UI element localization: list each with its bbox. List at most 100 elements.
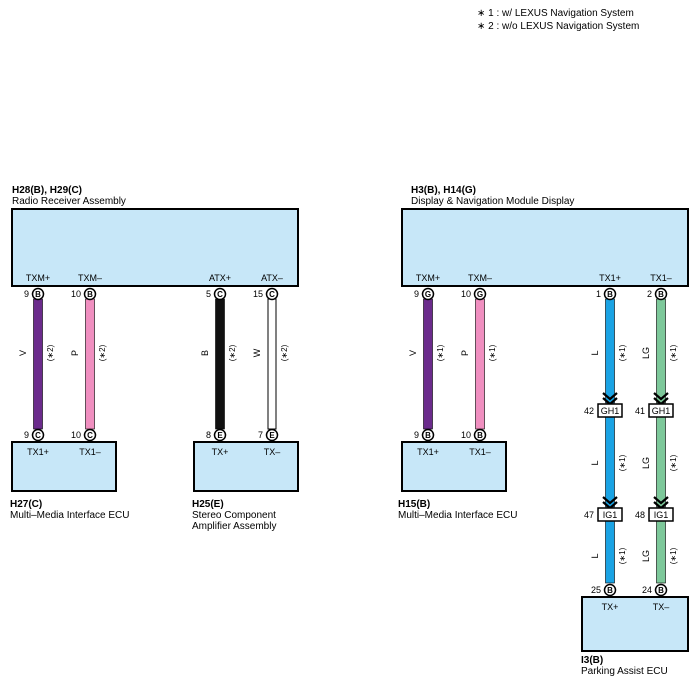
- wire-7-top-label: TX1+: [599, 273, 621, 283]
- amp-code: H25(E): [192, 499, 224, 510]
- mmi-right-name: Multi–Media Interface ECU: [398, 510, 518, 521]
- wire-7-seg2-color-code: L: [590, 460, 600, 465]
- wire-7-conn2-name: IG1: [603, 510, 618, 520]
- wire-8-top-label: TX1–: [650, 273, 672, 283]
- wire-8-bottom-pin-number: 24: [642, 585, 652, 595]
- wire-3-top-label: ATX+: [209, 273, 231, 283]
- wire-8-bottom-pin-letter: B: [658, 586, 664, 595]
- wire-6-top-pin-letter: G: [477, 290, 483, 299]
- amplifier-box: [193, 441, 299, 492]
- wire-2-top-pin-letter: B: [87, 290, 93, 299]
- wire-6-bottom-pin-letter: B: [477, 431, 483, 440]
- mmi-left-code: H27(C): [10, 499, 42, 510]
- wire-8-conn2-chevron-icon: [653, 496, 669, 505]
- mmi-right-code: H15(B): [398, 499, 430, 510]
- wire-7-conn1-chevron-icon: [602, 392, 618, 401]
- wire-3-top-pin-circle: [213, 287, 227, 301]
- wire-8-top-pin-letter: B: [658, 290, 664, 299]
- wire-6-top-pin-number: 10: [461, 289, 471, 299]
- wire-5-top-label: TXM+: [416, 273, 440, 283]
- wire-5-top-pin-number: 9: [414, 289, 419, 299]
- wire-7-seg1-color-code: L: [590, 350, 600, 355]
- wire-8-bottom-pin-circle: [654, 583, 668, 597]
- wire-1-color-code: V: [18, 350, 28, 356]
- wire-8-conn1-box: [648, 403, 674, 418]
- wire-7-top-pin-letter: B: [607, 290, 613, 299]
- wire-7-conn2-pin: 47: [584, 510, 594, 520]
- wire-4-top-pin-letter: C: [269, 290, 275, 299]
- wire-4-top-label: ATX–: [261, 273, 283, 283]
- wire-5-variant: (∗1): [436, 344, 445, 361]
- wire-8-conn1-name: GH1: [652, 406, 671, 416]
- wire-3-top-pin-letter: C: [217, 290, 223, 299]
- wire-7-segment-3: [605, 520, 615, 584]
- wire-3-variant: (∗2): [228, 344, 237, 361]
- wire-8-conn2-pin: 48: [635, 510, 645, 520]
- wire-8-segment-2: [656, 416, 666, 508]
- amp-name-2: Amplifier Assembly: [192, 521, 276, 532]
- wire-4-body: [267, 298, 277, 430]
- wire-8-seg1-color-code: LG: [641, 347, 651, 359]
- wire-3-bottom-pin-number: 8: [206, 430, 211, 440]
- wire-7-seg3-color-code: L: [590, 553, 600, 558]
- wire-2-variant: (∗2): [98, 344, 107, 361]
- wire-5-body: [423, 298, 433, 430]
- wire-4-top-pin-number: 15: [253, 289, 263, 299]
- wire-8-top-pin-number: 2: [647, 289, 652, 299]
- parking-code: I3(B): [581, 655, 603, 666]
- wire-8-conn2-name: IG1: [654, 510, 669, 520]
- wire-5-top-pin-circle: [421, 287, 435, 301]
- wire-5-bottom-pin-number: 9: [414, 430, 419, 440]
- wire-8-seg3-color-code: LG: [641, 550, 651, 562]
- wire-2-top-label: TXM–: [78, 273, 102, 283]
- wire-4-bottom-pin-circle: [265, 428, 279, 442]
- wire-4-bottom-pin-number: 7: [258, 430, 263, 440]
- parking-name: Parking Assist ECU: [581, 666, 668, 677]
- display-name: Display & Navigation Module Display: [411, 196, 574, 207]
- wire-2-bottom-label: TX1–: [79, 447, 101, 457]
- wire-3-body: [215, 298, 225, 430]
- wire-2-color-code: P: [70, 350, 80, 356]
- wire-6-bottom-pin-number: 10: [461, 430, 471, 440]
- wire-3-color-code: B: [200, 350, 210, 356]
- wire-7-seg2-variant: (∗1): [618, 454, 627, 471]
- wire-4-bottom-label: TX–: [264, 447, 281, 457]
- wire-1-bottom-pin-number: 9: [24, 430, 29, 440]
- mmi-ecu-right-box: [401, 441, 507, 492]
- wire-1-body: [33, 298, 43, 430]
- radio-receiver-box: [11, 208, 299, 287]
- legend-note-1: ∗ 1 : w/ LEXUS Navigation System: [477, 8, 634, 19]
- wire-1-bottom-pin-letter: C: [35, 431, 41, 440]
- wire-6-top-label: TXM–: [468, 273, 492, 283]
- wire-2-top-pin-number: 10: [71, 289, 81, 299]
- wire-7-conn2-box: [597, 507, 623, 522]
- radio-code: H28(B), H29(C): [12, 185, 82, 196]
- wire-8-conn2-box: [648, 507, 674, 522]
- wire-7-bottom-pin-number: 25: [591, 585, 601, 595]
- display-module-box: [401, 208, 689, 287]
- wire-7-bottom-pin-circle: [603, 583, 617, 597]
- wire-5-color-code: V: [408, 350, 418, 356]
- wire-8-segment-1: [656, 298, 666, 404]
- wire-4-bottom-pin-letter: E: [269, 431, 275, 440]
- wire-7-top-pin-number: 1: [596, 289, 601, 299]
- wire-2-top-pin-circle: [83, 287, 97, 301]
- wire-1-top-label: TXM+: [26, 273, 50, 283]
- wire-5-bottom-label: TX1+: [417, 447, 439, 457]
- wire-2-body: [85, 298, 95, 430]
- wire-4-variant: (∗2): [280, 344, 289, 361]
- wire-7-conn1-box: [597, 403, 623, 418]
- wire-5-bottom-pin-letter: B: [425, 431, 431, 440]
- wire-1-top-pin-letter: B: [35, 290, 41, 299]
- wire-3-top-pin-number: 5: [206, 289, 211, 299]
- mmi-ecu-left-box: [11, 441, 117, 492]
- wire-7-conn2-chevron-icon: [602, 496, 618, 505]
- wire-2-bottom-pin-circle: [83, 428, 97, 442]
- wire-8-seg3-variant: (∗1): [669, 547, 678, 564]
- wire-7-bottom-label: TX+: [602, 602, 619, 612]
- amp-name: Stereo Component: [192, 510, 276, 521]
- wire-7-conn1-name: GH1: [601, 406, 620, 416]
- wire-6-top-pin-circle: [473, 287, 487, 301]
- wire-1-bottom-label: TX1+: [27, 447, 49, 457]
- mmi-left-name: Multi–Media Interface ECU: [10, 510, 130, 521]
